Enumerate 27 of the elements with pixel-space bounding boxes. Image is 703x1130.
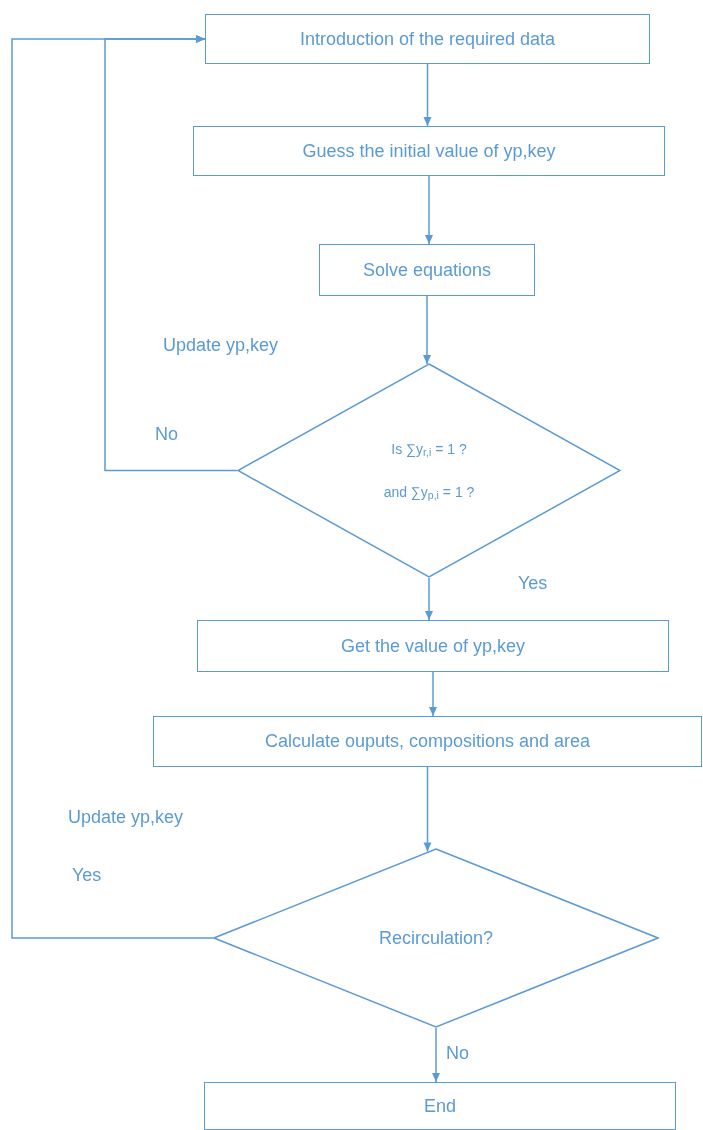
note-text: Update yp,key (68, 806, 184, 829)
arrow (423, 766, 432, 853)
process-box (197, 620, 669, 672)
node-text: and ∑y$_{p,i}$ = 1 ? (383, 482, 475, 503)
node-text: Recirculation? (378, 926, 494, 950)
decision-diamond (237, 363, 621, 578)
arrow (429, 671, 437, 717)
node-text: End (424, 1094, 456, 1118)
process-box (193, 126, 665, 176)
process-box (204, 1082, 676, 1130)
arrow (425, 175, 433, 245)
node-text: Introduction of the required data (299, 27, 556, 51)
note-text: Update yp,key (163, 334, 279, 357)
node-text: Calculate ouputs, compositions and area (264, 730, 591, 753)
process-box (153, 716, 702, 767)
node-text: Is ∑y$_{r,i}$ = 1 ? (391, 439, 467, 460)
node-text: Guess the initial value of yp,key (302, 139, 556, 163)
arrow (425, 577, 433, 621)
node-text: Get the value of yp,key (340, 634, 526, 658)
node-text: Solve equations (362, 258, 492, 282)
arrow (11, 35, 214, 939)
decision-diamond (213, 848, 659, 1028)
process-box (205, 14, 650, 64)
arrow (423, 63, 432, 127)
arrow (432, 1027, 440, 1083)
process-box (319, 244, 535, 296)
arrow (423, 295, 431, 365)
